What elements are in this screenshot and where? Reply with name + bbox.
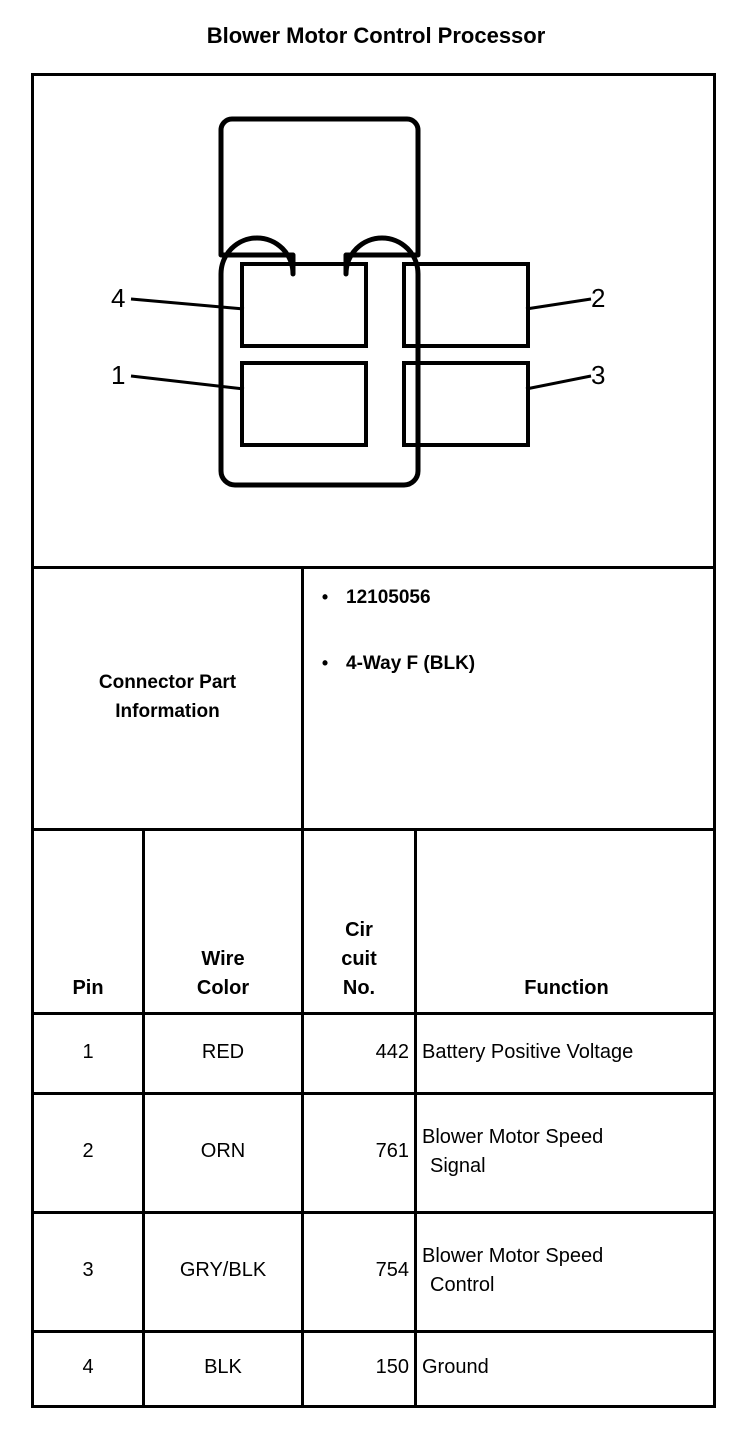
rule-below-row-2 <box>31 1211 716 1214</box>
rule-col-circuit-func <box>414 828 417 1408</box>
table-header-function: Function <box>524 977 609 999</box>
rule-below-part-info <box>31 828 716 831</box>
function-line-1: Blower Motor Speed <box>422 1125 604 1148</box>
rule-col-pin-color <box>142 828 145 1408</box>
table-row: GRY/BLK <box>179 1259 267 1281</box>
rule-below-diagram <box>31 566 716 569</box>
table-header-circuit-no: Cir cuit No. <box>304 828 414 1012</box>
callout-pin1: 1 <box>111 360 126 390</box>
header-wire-line-2: Color <box>196 977 250 999</box>
header-circuit-line-1: Cir <box>345 919 373 941</box>
cpi-label-line-1: Connector Part <box>98 671 237 693</box>
table-header-pin: Pin <box>72 977 104 999</box>
table-row: BLK <box>204 1356 242 1378</box>
function-line-1: Blower Motor Speed <box>422 1244 604 1267</box>
table-row: RED <box>201 1040 245 1063</box>
table-row: 442 <box>375 1040 409 1063</box>
cpi-connector-type: 4-Way F (BLK) <box>346 653 476 674</box>
rule-col-color-circuit <box>301 828 304 1408</box>
table-row: 2 <box>82 1140 94 1162</box>
rule-below-table-header <box>31 1012 716 1015</box>
connector-diagram-svg <box>130 116 592 488</box>
table-header-wire-color: Wire Color <box>145 828 301 1012</box>
header-circuit-line-3: No. <box>342 977 376 999</box>
rule-below-row-4 <box>31 1405 716 1408</box>
page-title: Blower Motor Control Processor <box>206 23 546 48</box>
cavity-rect-pin1 <box>240 361 368 447</box>
leader-line-pin4 <box>130 297 245 311</box>
cavity-rect-pin4 <box>240 262 368 348</box>
function-line-1: Ground <box>422 1356 489 1378</box>
table-row: 761 <box>375 1140 409 1162</box>
table-row: 3 <box>82 1259 94 1281</box>
rule-below-row-3 <box>31 1330 716 1333</box>
cavity-rect-pin3 <box>402 361 530 447</box>
callout-pin3: 3 <box>591 360 606 390</box>
bullet-icon: • <box>321 653 329 673</box>
cpi-label-line-2: Information <box>115 701 220 722</box>
leader-line-pin2 <box>525 297 592 311</box>
leader-line-pin1 <box>130 374 245 391</box>
table-row: Battery Positive Voltage <box>417 1012 716 1092</box>
cpi-part-number: 12105056 <box>346 587 431 608</box>
table-row: Blower Motor Speed Signal <box>417 1092 716 1211</box>
function-line-2: Control <box>430 1273 495 1296</box>
table-row: Ground <box>417 1330 716 1405</box>
cavity-rect-pin2 <box>402 262 530 348</box>
function-line-1: Battery Positive Voltage <box>422 1040 634 1063</box>
callout-pin4: 4 <box>111 283 126 313</box>
function-line-2: Signal <box>430 1154 486 1177</box>
table-row: 4 <box>82 1356 94 1378</box>
table-row: Blower Motor Speed Control <box>417 1211 716 1330</box>
connector-diagram: 4 1 2 3 <box>31 73 716 566</box>
header-circuit-line-2: cuit <box>341 948 377 970</box>
header-wire-line-1: Wire <box>201 948 245 970</box>
table-row: ORN <box>200 1140 246 1162</box>
cpi-list-item: • 4-Way F (BLK) <box>304 653 716 675</box>
table-row: 754 <box>375 1259 409 1281</box>
bullet-icon: • <box>321 587 329 607</box>
leader-line-pin3 <box>525 374 592 391</box>
cpi-list-item: • 12105056 <box>304 587 716 609</box>
table-row: 1 <box>82 1040 94 1063</box>
connector-body-outline <box>218 116 421 488</box>
rule-below-row-1 <box>31 1092 716 1095</box>
table-row: 150 <box>375 1356 409 1378</box>
connector-part-information-list: • 12105056 • 4-Way F (BLK) <box>304 566 716 828</box>
rule-part-info-divider <box>301 566 304 828</box>
callout-pin2: 2 <box>591 283 606 313</box>
connector-part-information-label: Connector Part Information <box>34 566 301 828</box>
